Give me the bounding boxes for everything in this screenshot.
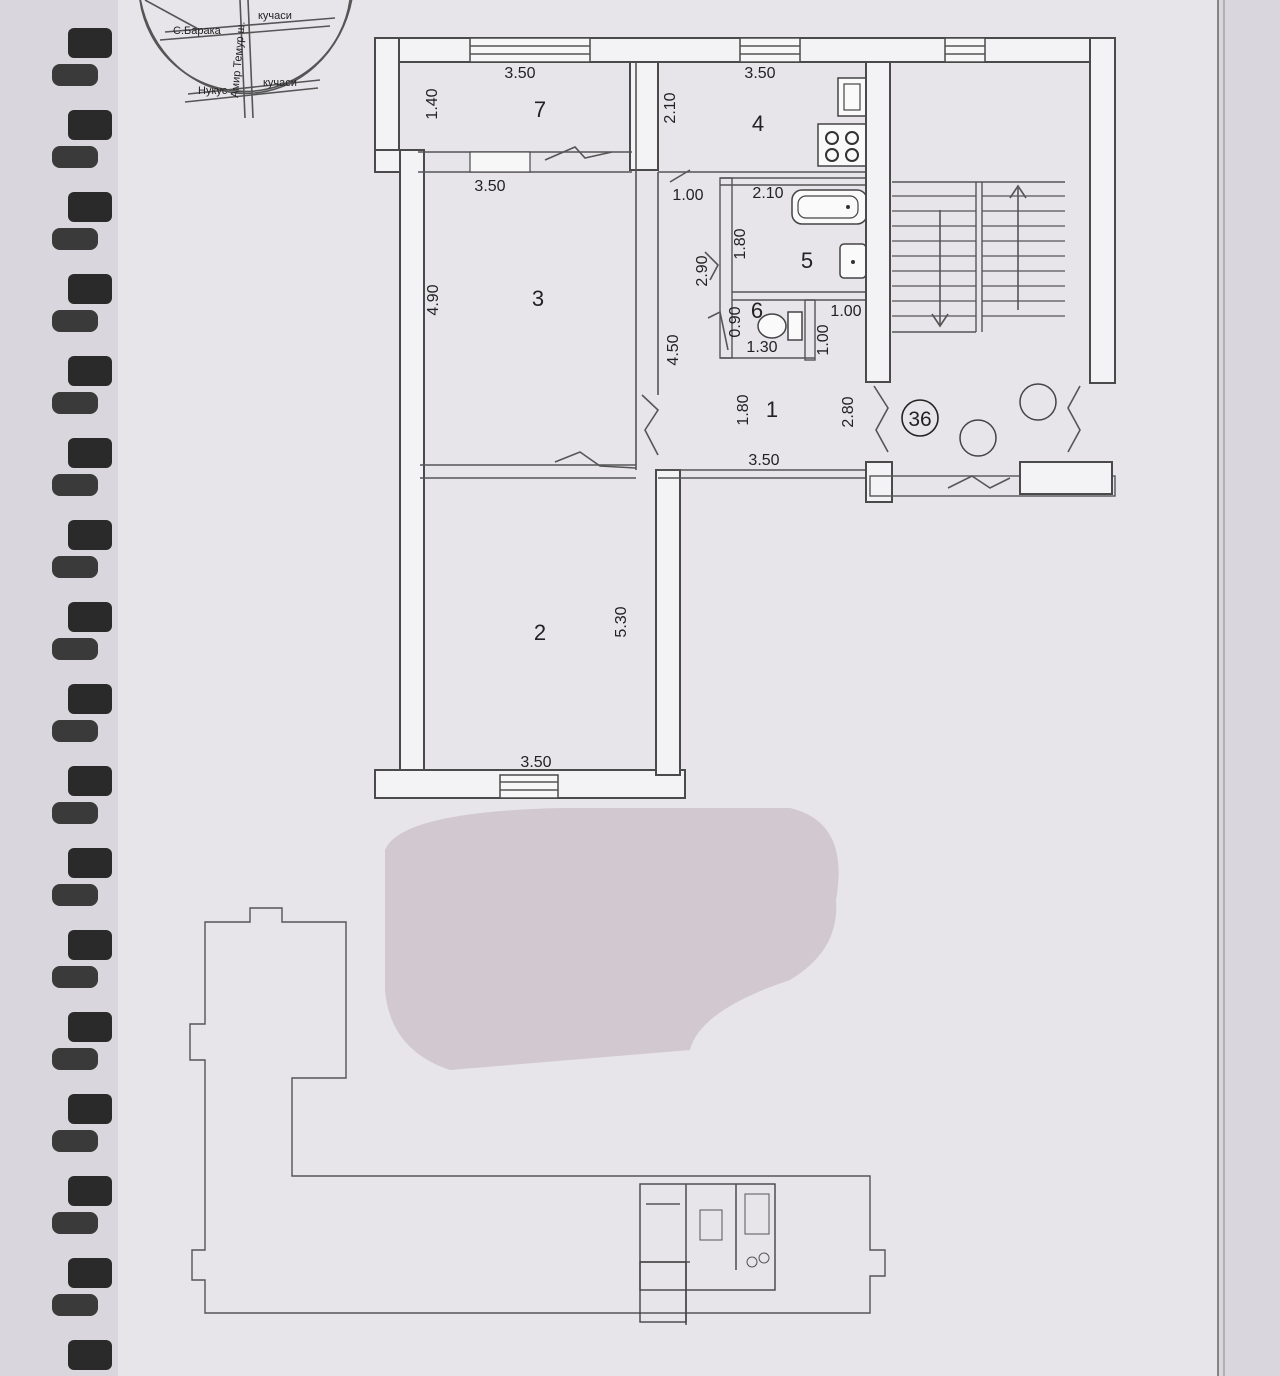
window-room7 (469, 37, 591, 63)
dim-room1-width: 3.50 (748, 452, 779, 469)
binding-ring (52, 930, 112, 988)
dim-room5-side: 2.90 (694, 255, 711, 286)
door-room2 (554, 451, 637, 469)
window-room2 (499, 774, 559, 799)
window-stairs (944, 37, 986, 63)
dim-room1-side: 2.80 (840, 396, 857, 427)
binding-ring (52, 28, 112, 86)
wall-left-upper (374, 37, 400, 169)
dim-room1-depth: 1.80 (735, 394, 752, 425)
room-label-2: 2 (534, 620, 546, 645)
wall-stairs-left (865, 61, 891, 383)
dim-room4-width: 3.50 (744, 65, 775, 82)
binding-ring (52, 520, 112, 578)
wall-room2-right (655, 469, 681, 776)
dim-room4-depth: 2.10 (662, 92, 679, 123)
binding-ring (52, 438, 112, 496)
dim-wc-width: 1.30 (746, 339, 777, 356)
street-label-baraka: С.Барака (173, 25, 222, 37)
binding-ring (52, 848, 112, 906)
room-label-1: 1 (766, 397, 778, 422)
binding-ring (52, 1258, 112, 1316)
wall-right (1089, 37, 1116, 384)
dim-room2-width: 3.50 (520, 754, 551, 771)
column-circle-1 (1019, 383, 1057, 421)
stair-arrow-down-icon (931, 313, 949, 328)
apartment-number-badge (901, 399, 939, 437)
room-label-6: 6 (751, 298, 763, 323)
door-bath (704, 251, 719, 281)
street-label-nukus: Нукус (198, 85, 228, 97)
window-room4 (739, 37, 801, 63)
building-footprint (189, 907, 886, 1325)
room-label-5: 5 (801, 248, 813, 273)
room-label-4: 4 (752, 111, 764, 136)
toilet-icon (757, 313, 787, 339)
binding-ring (52, 1176, 112, 1234)
dim-hall-depth: 4.50 (665, 334, 682, 365)
wall-entry-right (1019, 461, 1113, 495)
door-stair-right (1067, 385, 1081, 453)
apartment-location-marker (639, 1183, 776, 1291)
apartment-plan: 36 7 4 3 5 6 1 2 3.50 1.40 3.50 2.10 3.5… (374, 37, 1116, 799)
door-room7 (544, 146, 613, 161)
stair-arrow-up-icon (1009, 184, 1027, 199)
dim-room7-width: 3.50 (504, 65, 535, 82)
street-map: С.Барака кучаси Амир Темур ш. Нукус куча… (139, 0, 353, 119)
dim-room2-depth: 5.30 (613, 606, 630, 637)
apartment-number: 36 (908, 408, 931, 431)
dim-room5-width: 2.10 (752, 185, 783, 202)
dim-corridor-door: 1.00 (672, 187, 703, 204)
dim-wc-side2: 1.00 (815, 324, 832, 355)
stove-icon (817, 123, 867, 167)
room-label-3: 3 (532, 286, 544, 311)
binding-ring (52, 1012, 112, 1070)
door-apartment (873, 385, 889, 453)
door-room3 (641, 394, 660, 456)
binding-ring (52, 110, 112, 168)
bathtub-icon (791, 189, 868, 225)
binding-ring (52, 274, 112, 332)
spiral-binding (52, 28, 112, 1370)
dim-wc-side: 1.00 (830, 303, 861, 320)
binding-ring (52, 356, 112, 414)
dim-room5-depth: 1.80 (732, 228, 749, 259)
binding-ring (52, 192, 112, 250)
dim-room7-depth: 1.40 (424, 88, 441, 119)
street-label-kuchasi-1: кучаси (258, 10, 292, 22)
binding-ring (52, 602, 112, 660)
binding-ring (52, 1094, 112, 1152)
binding-ring (68, 1340, 112, 1370)
window-room7-inner (469, 151, 531, 173)
wall-left (399, 149, 425, 771)
binding-ring (52, 684, 112, 742)
door-wc (707, 310, 729, 351)
door-entrance (947, 475, 1011, 489)
wall-room7-4 (629, 61, 659, 171)
redacted-area (385, 808, 839, 1070)
dim-wc-depth: 0.90 (727, 306, 744, 337)
room-label-7: 7 (534, 97, 546, 122)
street-label-kuchasi-2: кучаси (263, 77, 297, 89)
dim-room3-depth: 4.90 (425, 284, 442, 315)
binding-ring (52, 766, 112, 824)
wall-entry-bottom (869, 475, 1116, 497)
dim-room3-width: 3.50 (474, 178, 505, 195)
column-circle-2 (959, 419, 997, 457)
